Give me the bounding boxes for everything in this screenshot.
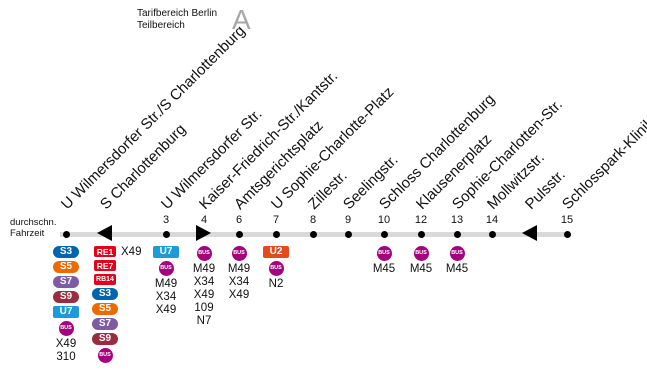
ubahn-u2-badge: U2: [263, 246, 289, 258]
bus-icon: BUS: [97, 348, 113, 363]
connections-column: BUS M45: [408, 246, 434, 276]
ubahn-u7-badge: U7: [53, 306, 79, 318]
sbahn-s9-badge: S9: [92, 333, 118, 345]
travel-time: 3: [162, 214, 170, 226]
travel-time: 8: [309, 214, 317, 226]
line-number: X49: [155, 304, 177, 316]
bus-icon: BUS: [376, 246, 392, 261]
sbahn-s3-badge: S3: [92, 288, 118, 300]
connections-column: BUS M45: [444, 246, 470, 276]
sbahn-s9-badge: S9: [53, 291, 79, 303]
line-number: 109: [194, 302, 214, 314]
stop-dot: [564, 231, 571, 238]
travel-time: 9: [344, 214, 352, 226]
tariff-line-2: Teilbereich: [137, 20, 185, 31]
avg-travel-time-line1: durchschn.: [10, 217, 57, 228]
sbahn-s7-badge: S7: [53, 276, 79, 288]
line-number: X34: [155, 291, 177, 303]
direction-left-icon: [97, 225, 112, 241]
direction-right-icon: [196, 225, 211, 241]
travel-time: 13: [450, 214, 464, 226]
bus-icon: BUS: [231, 246, 247, 261]
tariff-zone-letter: A: [232, 4, 251, 35]
stop-name[interactable]: Schlosspark-Klinik: [558, 114, 647, 213]
bus-icon: BUS: [413, 246, 429, 261]
travel-time: 12: [414, 214, 428, 226]
line-number: M49: [192, 263, 216, 275]
line-number: X49: [193, 289, 215, 301]
line-number: X49: [121, 246, 142, 258]
line-number: X49: [55, 338, 77, 350]
stop-dot: [63, 231, 70, 238]
stop-dot: [345, 231, 352, 238]
stop-dot: [310, 231, 317, 238]
line-number: M49: [227, 263, 251, 275]
travel-time: 7: [272, 214, 280, 226]
stop-dot: [273, 231, 280, 238]
line-number: M45: [445, 263, 469, 275]
travel-time: 4: [200, 214, 208, 226]
line-number: N7: [196, 315, 212, 327]
line-number: M45: [372, 263, 396, 275]
stop-dot: [236, 231, 243, 238]
sbahn-s3-badge: S3: [53, 246, 79, 258]
stop-dot: [418, 231, 425, 238]
travel-time: 14: [485, 214, 499, 226]
travel-time: 6: [235, 214, 243, 226]
regional-re1-badge: RE1: [94, 246, 116, 257]
ubahn-u7-badge: U7: [153, 246, 179, 258]
regional-re7-badge: RE7: [94, 260, 116, 271]
avg-travel-time-label: durchschn. Fahrzeit: [10, 217, 56, 239]
stop-dot: [163, 231, 170, 238]
line-number: 310: [56, 351, 76, 363]
avg-travel-time-line2: Fahrzeit: [10, 228, 45, 239]
stop-dot: [381, 231, 388, 238]
bus-icon: BUS: [158, 261, 174, 276]
tariff-area-label: Tarifbereich Berlin Teilbereich: [137, 8, 217, 32]
line-number: X34: [228, 276, 250, 288]
line-number: X34: [193, 276, 215, 288]
bus-icon: BUS: [268, 261, 284, 276]
connections-column: BUS M45: [371, 246, 397, 276]
travel-time: 10: [377, 214, 391, 226]
bus-icon: BUS: [196, 246, 212, 261]
regional-rb14-badge: RB14: [94, 274, 116, 285]
sbahn-s7-badge: S7: [92, 318, 118, 330]
travel-time: 15: [560, 214, 574, 226]
line-number: N2: [268, 278, 284, 290]
sbahn-s5-badge: S5: [53, 261, 79, 273]
direction-left-icon: [522, 225, 537, 241]
line-number: X49: [228, 289, 250, 301]
stop-dot: [454, 231, 461, 238]
sbahn-s5-badge: S5: [92, 303, 118, 315]
line-number: M49: [154, 278, 178, 290]
bus-icon: BUS: [449, 246, 465, 261]
stop-dot: [489, 231, 496, 238]
bus-icon: BUS: [58, 321, 74, 336]
line-number: M45: [409, 263, 433, 275]
tariff-line-1: Tarifbereich Berlin: [137, 8, 218, 19]
